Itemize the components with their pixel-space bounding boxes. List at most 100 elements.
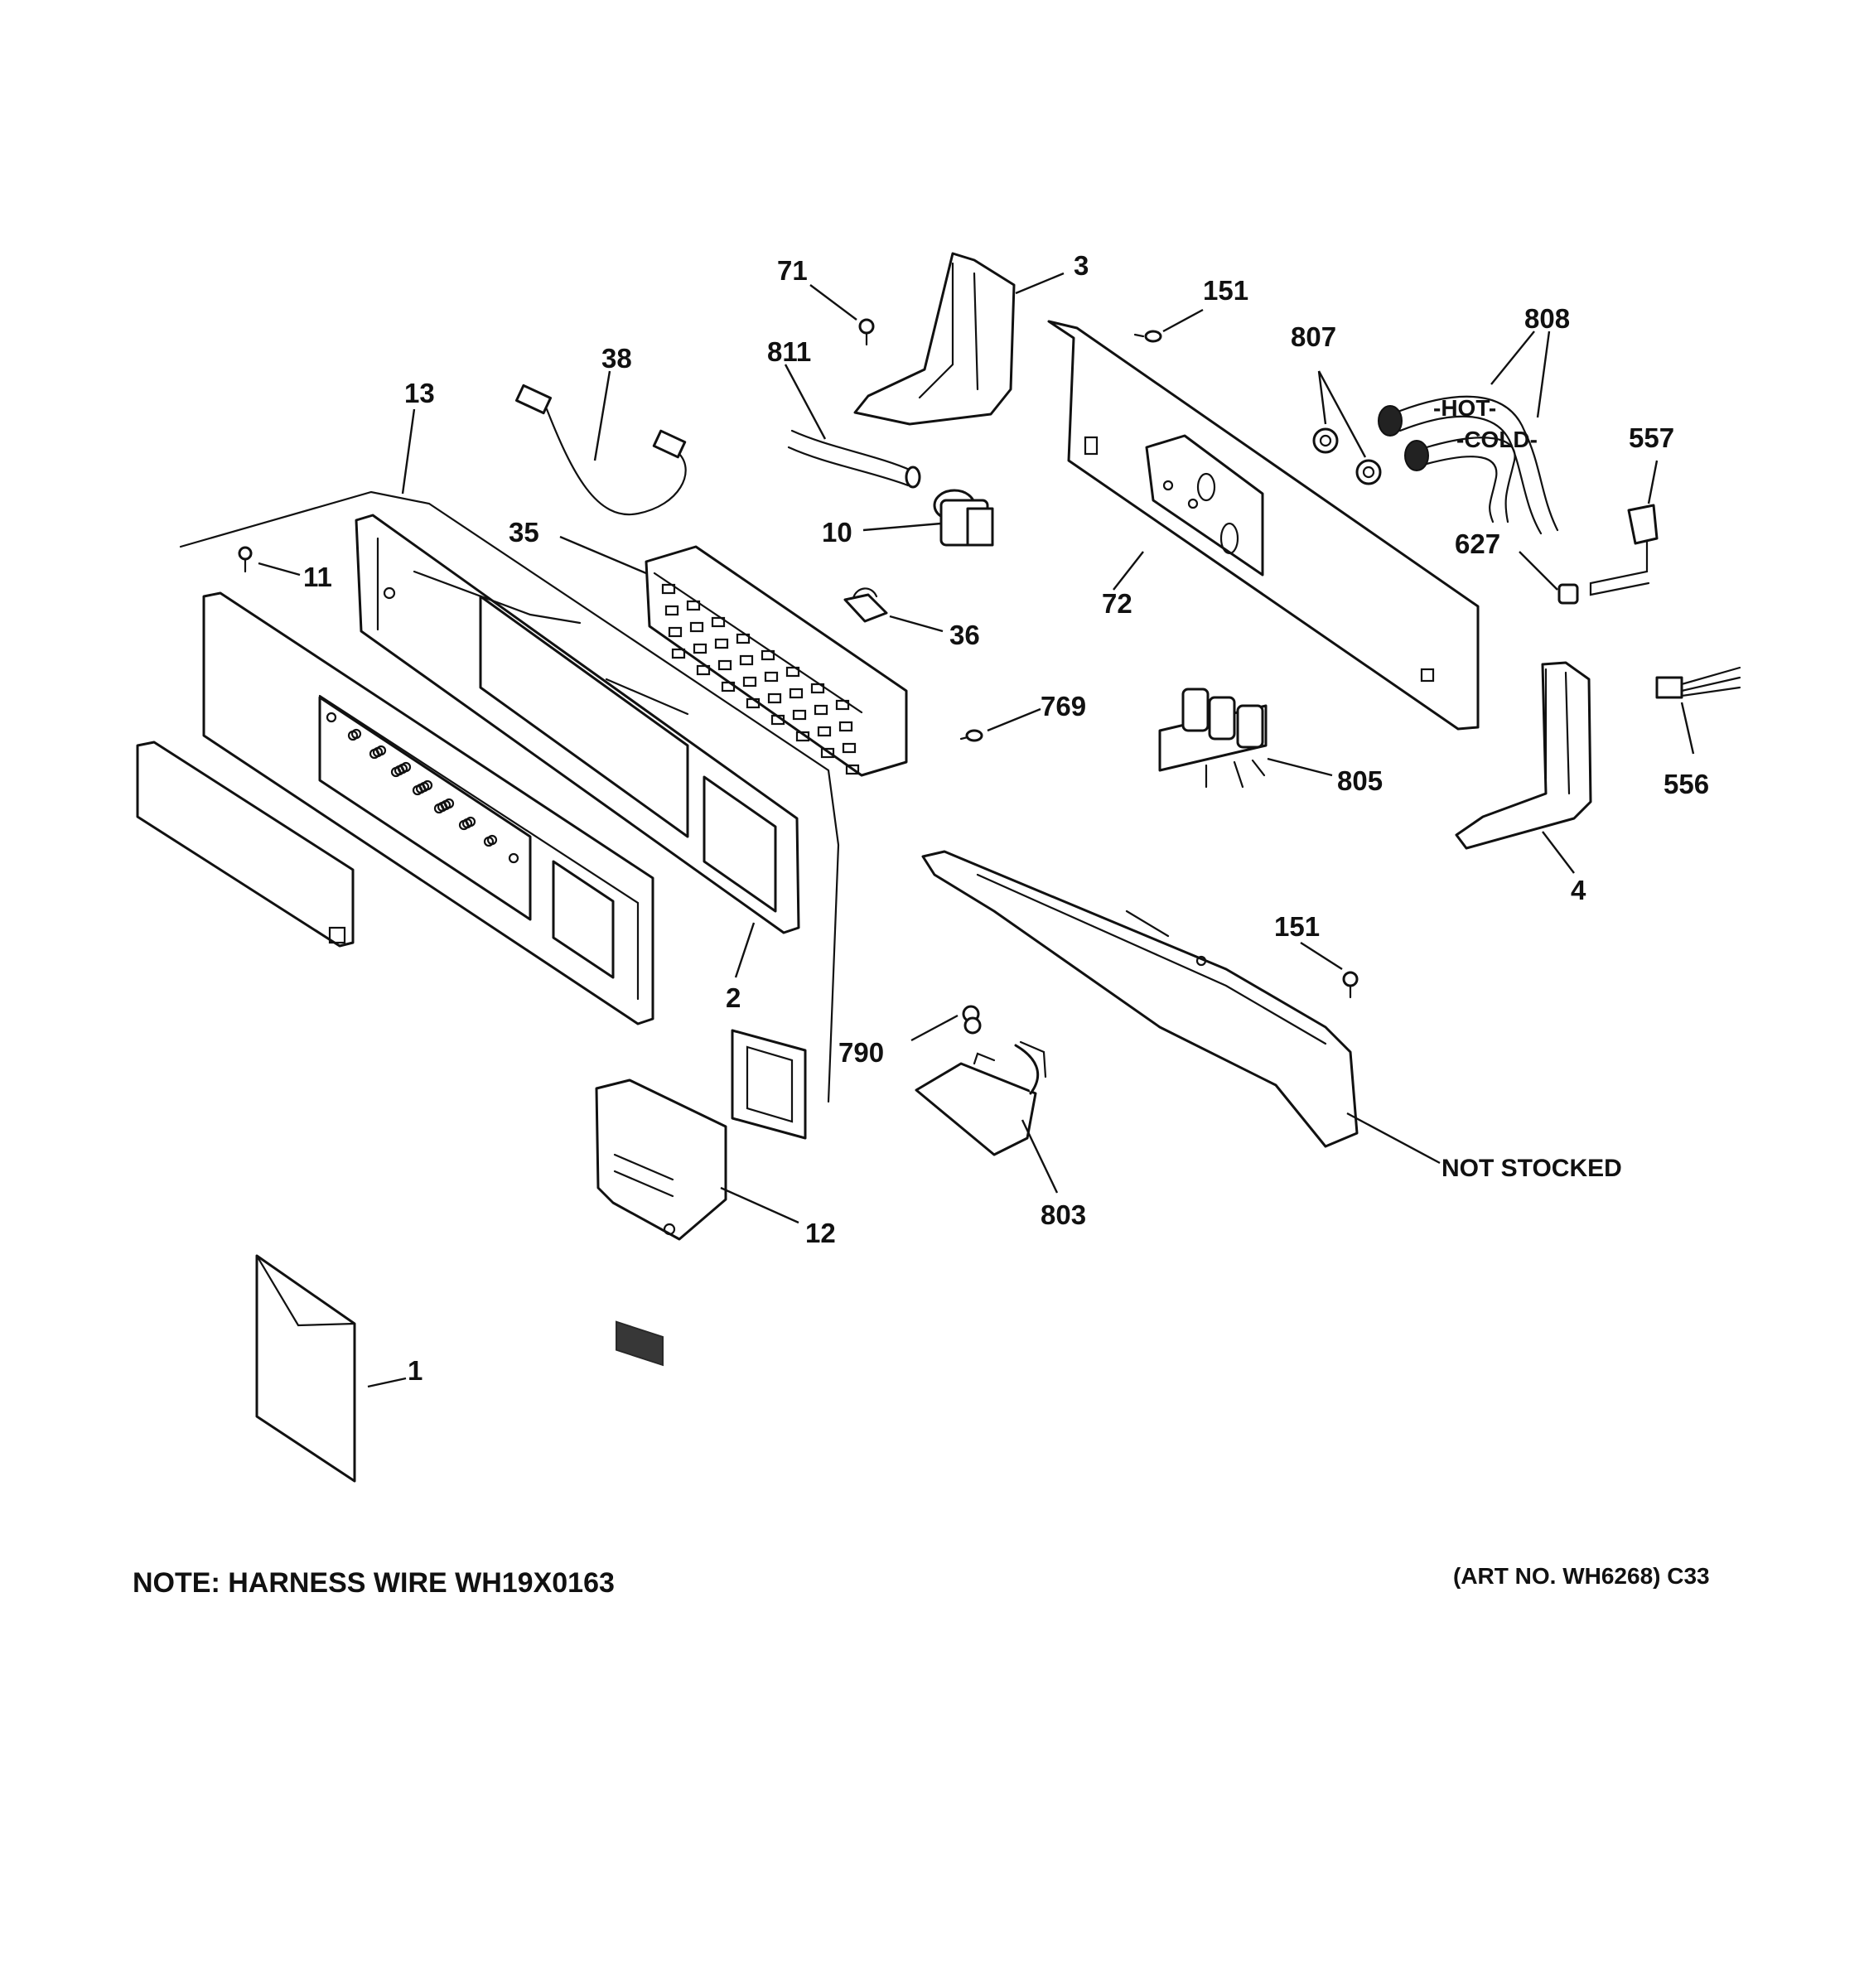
console-button [326, 712, 337, 723]
callout-805: 805 [1337, 765, 1383, 796]
not-stocked-support [921, 850, 1359, 1148]
harness-note: NOTE: HARNESS WIRE WH19X0163 [133, 1567, 615, 1599]
callout-12: 12 [805, 1218, 836, 1248]
part-790-clamp [962, 1005, 982, 1035]
callout-790: 790 [838, 1037, 884, 1068]
bracket-slot [820, 747, 835, 759]
part-807-washers [1312, 427, 1382, 485]
part-803-bracket [915, 1040, 1047, 1156]
bracket-grid [661, 583, 860, 775]
hose-hot-label: -HOT- [1433, 395, 1496, 421]
part-36-clip [843, 587, 888, 623]
bracket-slot [785, 666, 800, 678]
bracket-slot [696, 664, 711, 676]
bracket-slot [689, 621, 704, 633]
bracket-slot [770, 714, 785, 726]
console-button [369, 748, 380, 760]
callout-38: 38 [601, 343, 632, 374]
bracket-slot [810, 683, 825, 694]
callout-10: 10 [822, 517, 852, 548]
callout-35: 35 [509, 517, 539, 548]
bracket-slot [693, 643, 707, 654]
callout-627: 627 [1455, 528, 1500, 559]
part-1-envelope [255, 1254, 356, 1483]
bracket-slot [746, 697, 761, 709]
square-gasket [731, 1029, 807, 1140]
callout-556: 556 [1664, 769, 1709, 799]
bracket-slot [835, 699, 850, 711]
bracket-slot [764, 671, 779, 683]
callout-557: 557 [1629, 422, 1674, 453]
part-72-backsplash [1047, 320, 1480, 731]
part-557-plug [1589, 504, 1659, 596]
bracket-slot [742, 676, 757, 688]
bracket-slot [761, 649, 775, 661]
console-button [483, 836, 495, 847]
callout-811: 811 [767, 336, 811, 367]
bracket-slot [721, 681, 736, 692]
callout-71: 71 [777, 255, 808, 286]
part-627-cap [1557, 583, 1579, 605]
part-2-console-frame [355, 514, 800, 934]
callout-1: 1 [408, 1355, 423, 1386]
part-808-fill-hoses: -HOT- -COLD- [1378, 395, 1559, 535]
bracket-slot [845, 764, 860, 775]
bracket-slot [717, 659, 732, 671]
bracket-slot [838, 721, 853, 732]
callout-36: 36 [949, 620, 980, 650]
bracket-slot [842, 742, 857, 754]
part-38-harness-wire [514, 384, 687, 516]
part-151-screw-lower [1342, 971, 1359, 999]
hose-cold-label: -COLD- [1456, 427, 1538, 452]
part-769-screw [959, 729, 983, 742]
part-3-side-bracket [853, 252, 1016, 426]
bracket-slot [767, 692, 782, 704]
part-12-transformer [595, 1078, 727, 1367]
console-button [390, 766, 402, 778]
bracket-slot [817, 726, 832, 737]
bracket-slot [711, 616, 726, 628]
bracket-slot [668, 626, 683, 638]
bracket-slot [814, 704, 828, 716]
part-71-screw [858, 318, 875, 346]
part-4-side-bracket [1455, 661, 1592, 850]
art-number: (ART NO. WH6268) C33 [1453, 1563, 1710, 1589]
bracket-slot [661, 583, 676, 595]
callout-151-lower: 151 [1274, 911, 1320, 942]
part-805-water-valve [1158, 688, 1268, 789]
callout-803: 803 [1041, 1199, 1086, 1230]
bracket-slot [736, 633, 751, 644]
callout-807: 807 [1291, 321, 1336, 352]
part-151-screw-top [1133, 330, 1162, 343]
callout-72: 72 [1102, 588, 1132, 619]
console-button [458, 819, 470, 831]
part-35-bracket [645, 545, 908, 777]
bracket-slot [789, 688, 804, 699]
bracket-slot [739, 654, 754, 666]
callout-2: 2 [726, 982, 741, 1013]
bracket-slot [795, 731, 810, 742]
console-button [433, 803, 445, 814]
console-button [508, 852, 519, 864]
callout-13: 13 [404, 378, 435, 408]
callout-769: 769 [1041, 691, 1086, 721]
display-lens [136, 741, 355, 948]
bracket-slot [671, 648, 686, 659]
console-panel [202, 591, 654, 1025]
callout-3: 3 [1074, 250, 1089, 281]
part-556-connector [1655, 666, 1741, 699]
part-11-screw [238, 546, 253, 573]
callout-151-top: 151 [1203, 275, 1248, 306]
part-10-pressure-switch [933, 489, 994, 547]
console-button [347, 730, 359, 741]
bracket-slot [714, 638, 729, 649]
part-13-outline [179, 490, 840, 1103]
callout-808: 808 [1524, 303, 1570, 334]
console-button [412, 784, 423, 796]
console-buttons [326, 712, 519, 864]
bracket-slot [686, 600, 701, 611]
bracket-slot [664, 605, 679, 616]
not-stocked-label: NOT STOCKED [1441, 1155, 1622, 1182]
leader-lines [258, 272, 1695, 1388]
